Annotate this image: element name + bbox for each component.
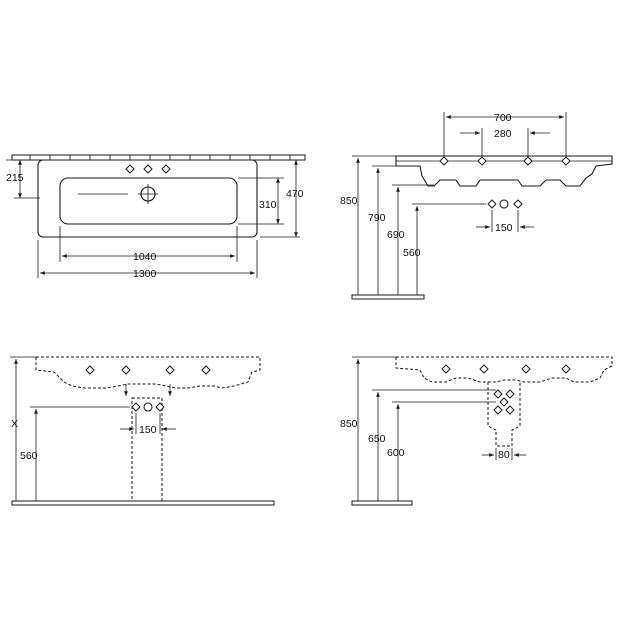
basin-outline-side-dashed [395, 356, 613, 383]
dim-560-side [412, 203, 486, 295]
dim-280 [460, 128, 550, 156]
dim-470 [260, 160, 300, 238]
dim-310 [238, 177, 284, 225]
wall-strip [11, 154, 306, 161]
label-150-front: 150 [139, 424, 157, 436]
dim-690 [392, 184, 434, 295]
label-650: 650 [368, 433, 386, 445]
dim-1040 [59, 226, 238, 262]
dim-x [10, 356, 36, 501]
dim-215 [6, 159, 40, 199]
label-470: 470 [286, 188, 304, 200]
pedestal-dashed [131, 397, 163, 502]
label-215: 215 [6, 172, 24, 184]
label-560-side: 560 [403, 247, 421, 259]
drain-icon [138, 184, 158, 204]
dim-850-side [352, 155, 396, 295]
dim-80 [482, 448, 526, 460]
dim-850-install [352, 356, 396, 501]
bowl-outline [59, 177, 238, 225]
floor-strip-front [11, 500, 275, 506]
dim-650 [372, 389, 496, 501]
supply-fittings-side-icon [493, 389, 515, 415]
supply-fittings-icon [487, 199, 523, 209]
supply-fittings-front-icon [131, 402, 165, 412]
label-80: 80 [498, 449, 510, 461]
floor-strip-side [351, 500, 413, 506]
tap-holes-side-install-icon [441, 364, 571, 374]
tap-holes-icon [125, 164, 171, 174]
tap-holes-front-icon [85, 365, 211, 375]
pedestal-side-dashed [487, 382, 521, 447]
basin-outline-dashed [35, 356, 261, 389]
dim-790 [372, 165, 420, 295]
label-150-side: 150 [495, 222, 513, 234]
label-280: 280 [494, 128, 512, 140]
label-850-install: 850 [340, 418, 358, 430]
basin-outline [37, 159, 258, 238]
side-installation-view: 850 650 600 80 [340, 356, 613, 506]
top-view: 215 470 310 1040 1300 [6, 154, 306, 280]
dim-1300 [37, 240, 258, 278]
dim-150-front [120, 413, 176, 434]
label-1300: 1300 [133, 268, 157, 280]
dim-150-side [476, 210, 534, 232]
label-x: X [11, 418, 18, 430]
side-elevation-view: 700 280 850 790 690 560 [340, 112, 613, 300]
label-690: 690 [387, 229, 405, 241]
basin-profile [395, 155, 613, 187]
label-600: 600 [387, 447, 405, 459]
dim-560-front [30, 406, 130, 501]
front-installation-view: X 560 150 [10, 356, 275, 506]
dim-700 [443, 112, 567, 156]
label-1040: 1040 [133, 251, 157, 263]
dim-600 [392, 401, 496, 501]
label-310: 310 [259, 199, 277, 211]
wall-hatching [29, 155, 291, 160]
label-560-front: 560 [20, 450, 38, 462]
label-850-side: 850 [340, 195, 358, 207]
label-790: 790 [368, 212, 386, 224]
floor-strip [351, 294, 425, 300]
label-700: 700 [494, 112, 512, 124]
